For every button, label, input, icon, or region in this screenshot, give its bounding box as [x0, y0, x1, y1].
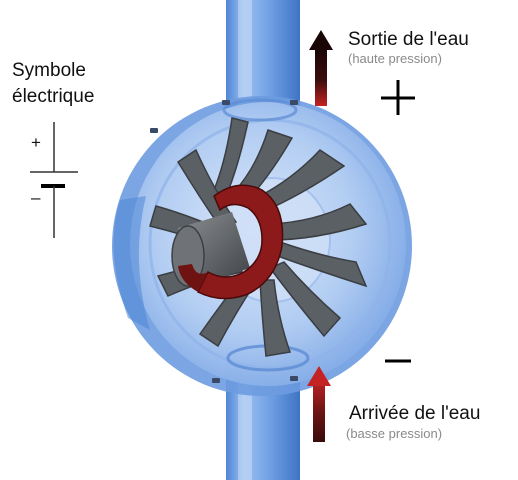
symbol-title-line1: Symbole: [12, 60, 86, 81]
inlet-title: Arrivée de l'eau: [349, 403, 481, 424]
inlet-arrow-icon: [307, 366, 331, 442]
outlet-arrow-icon: [309, 30, 333, 106]
battery-minus-label: –: [31, 188, 41, 207]
outlet-title: Sortie de l'eau: [348, 29, 469, 50]
impeller-vanes: [149, 117, 368, 357]
battery-plus-label: +: [31, 133, 41, 152]
outlet-subtitle: (haute pression): [348, 51, 442, 66]
shaft: [171, 212, 250, 287]
battery-symbol: [30, 122, 78, 238]
symbol-title-line2: électrique: [12, 86, 95, 107]
inlet-subtitle: (basse pression): [346, 426, 443, 441]
plus-icon: [381, 80, 415, 115]
